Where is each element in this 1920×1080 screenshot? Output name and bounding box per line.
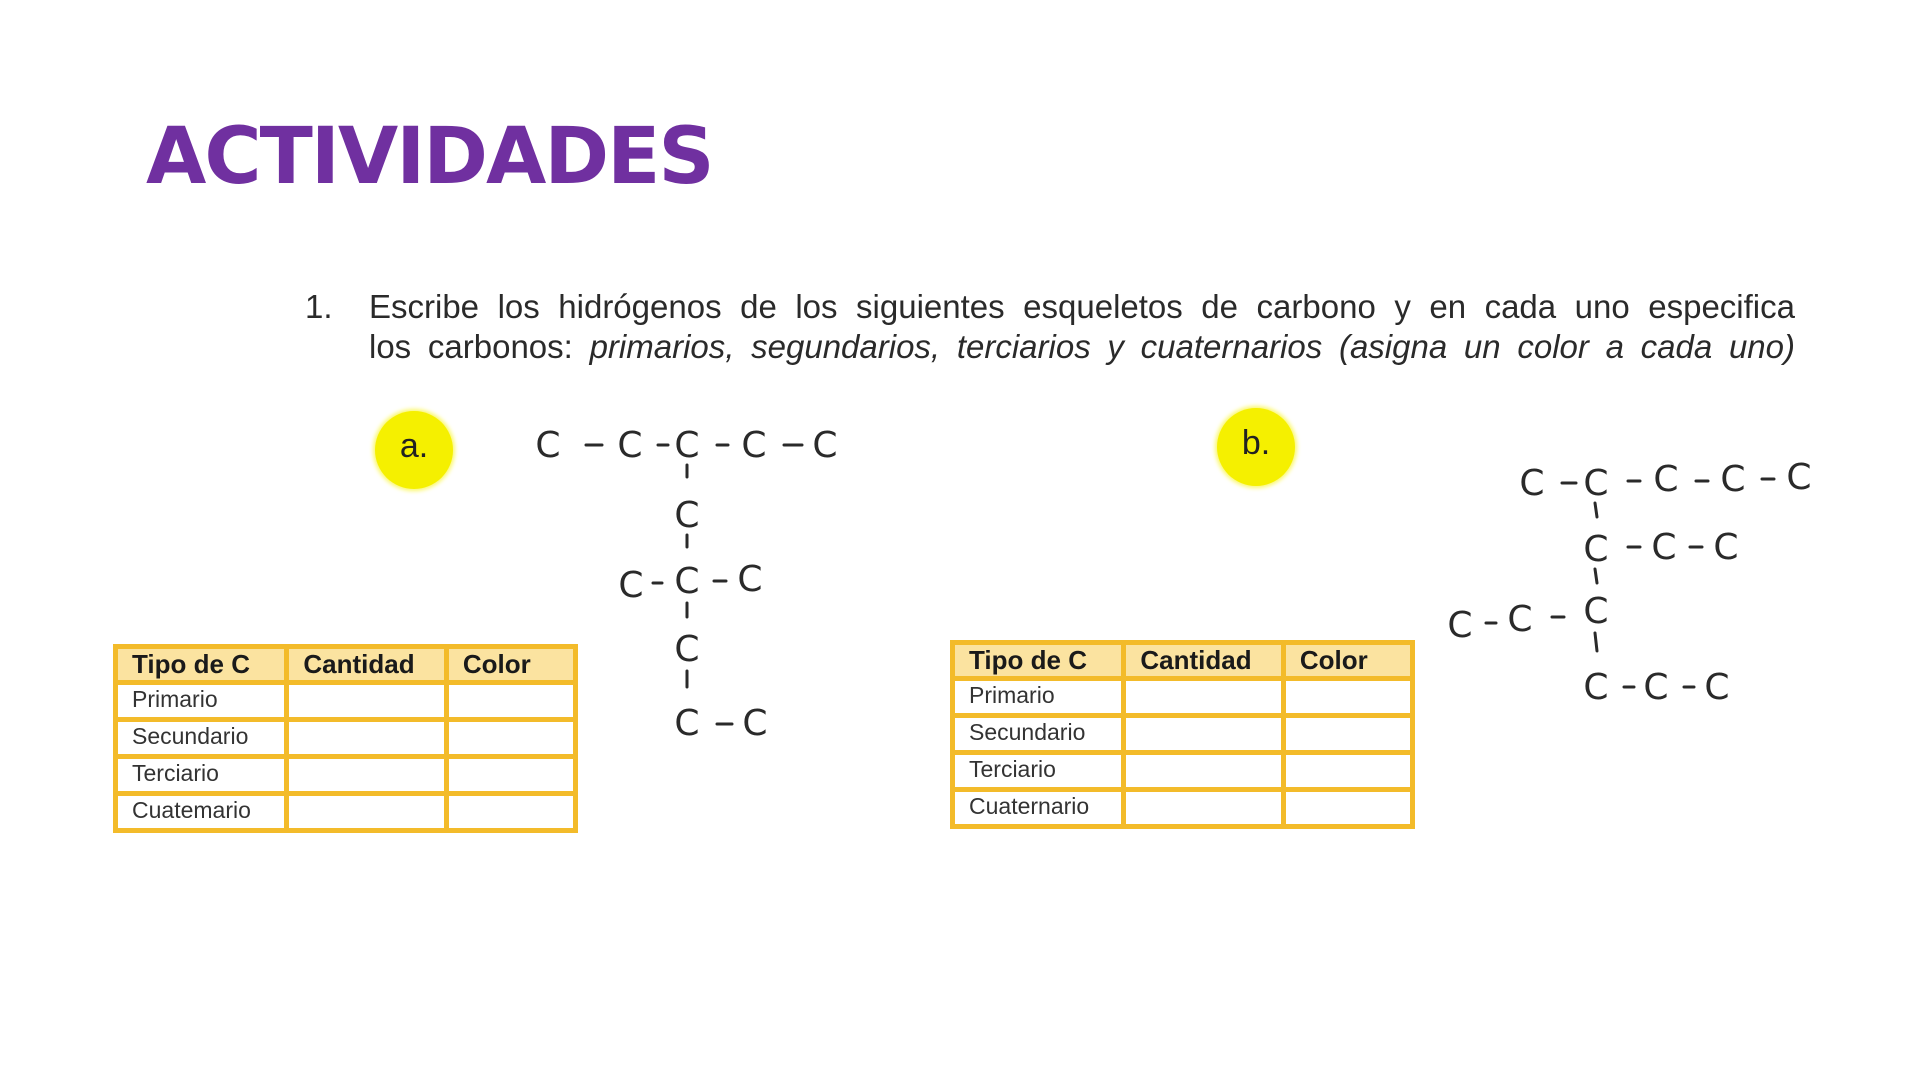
atom: C bbox=[1653, 459, 1678, 500]
tipo-cell: Cuaternario bbox=[949, 787, 1127, 829]
column-header-color: Color bbox=[443, 644, 579, 685]
atom: C bbox=[737, 559, 762, 600]
exercise-a-carbon-skeleton: C C C C C C C C C C C C bbox=[530, 425, 860, 755]
color-input-cell[interactable] bbox=[443, 680, 579, 722]
instruction-number: 1. bbox=[305, 288, 333, 325]
table-row: Terciario bbox=[949, 750, 1416, 792]
atom: C bbox=[1786, 457, 1811, 498]
atom: C bbox=[1720, 459, 1745, 500]
column-header-cantidad: Cantidad bbox=[1121, 640, 1286, 681]
atom: C bbox=[674, 561, 699, 602]
color-input-cell[interactable] bbox=[1280, 676, 1416, 718]
atom: C bbox=[1583, 667, 1608, 708]
column-header-cantidad: Cantidad bbox=[284, 644, 449, 685]
table-row: Secundario bbox=[949, 713, 1416, 755]
instruction-paragraph: 1. Escribe los hidrógenos de los siguien… bbox=[305, 287, 1795, 367]
atom: C bbox=[1519, 463, 1544, 504]
cantidad-input-cell[interactable] bbox=[284, 717, 449, 759]
atom: C bbox=[1507, 599, 1532, 640]
atom: C bbox=[1583, 591, 1608, 632]
exercise-a-label: a. bbox=[399, 426, 429, 465]
exercise-b-label: b. bbox=[1241, 423, 1271, 462]
atom: C bbox=[1583, 529, 1608, 570]
table-row: Cuaternario bbox=[949, 787, 1416, 829]
color-input-cell[interactable] bbox=[1280, 750, 1416, 792]
column-header-tipo: Tipo de C bbox=[112, 644, 290, 685]
instruction-line-2-prefix: los carbonos: bbox=[369, 328, 590, 365]
cantidad-input-cell[interactable] bbox=[1121, 676, 1286, 718]
cantidad-input-cell[interactable] bbox=[284, 680, 449, 722]
atom: C bbox=[742, 703, 767, 744]
atom: C bbox=[674, 425, 699, 466]
tipo-cell: Primario bbox=[949, 676, 1127, 718]
atom: C bbox=[1704, 667, 1729, 708]
exercise-b-carbon-skeleton: C C C C C C C C C C C C C C bbox=[1440, 455, 1820, 725]
atom: C bbox=[1713, 527, 1738, 568]
cantidad-input-cell[interactable] bbox=[1121, 713, 1286, 755]
atom: C bbox=[1447, 605, 1472, 646]
color-input-cell[interactable] bbox=[443, 754, 579, 796]
table-row: Primario bbox=[949, 676, 1416, 718]
table-row: Secundario bbox=[112, 717, 579, 759]
column-header-color: Color bbox=[1280, 640, 1416, 681]
tipo-cell: Secundario bbox=[949, 713, 1127, 755]
page-title: ACTIVIDADES bbox=[146, 112, 715, 202]
atom: C bbox=[618, 565, 643, 606]
atom: C bbox=[741, 425, 766, 466]
color-input-cell[interactable] bbox=[1280, 713, 1416, 755]
table-row: Cuatemario bbox=[112, 791, 579, 833]
skeleton-b-diagram: C C C C C C C C C C C C C C bbox=[1447, 457, 1811, 708]
instruction-line-2: los carbonos: primarios, segundarios, te… bbox=[369, 327, 1795, 367]
atom: C bbox=[1583, 463, 1608, 504]
atom: C bbox=[674, 629, 699, 670]
exercise-a-carbon-table: Tipo de C Cantidad Color Primario Secund… bbox=[112, 644, 579, 833]
exercise-b-badge: b. bbox=[1217, 408, 1295, 486]
atom: C bbox=[812, 425, 837, 466]
atom: C bbox=[674, 495, 699, 536]
table-header-row: Tipo de C Cantidad Color bbox=[112, 644, 579, 685]
instruction-text: Escribe los hidrógenos de los siguientes… bbox=[369, 287, 1795, 367]
color-input-cell[interactable] bbox=[443, 717, 579, 759]
atom: C bbox=[1651, 527, 1676, 568]
color-input-cell[interactable] bbox=[443, 791, 579, 833]
atom: C bbox=[674, 703, 699, 744]
tipo-cell: Terciario bbox=[112, 754, 290, 796]
tipo-cell: Cuatemario bbox=[112, 791, 290, 833]
cantidad-input-cell[interactable] bbox=[1121, 787, 1286, 829]
tipo-cell: Primario bbox=[112, 680, 290, 722]
exercise-b-carbon-table: Tipo de C Cantidad Color Primario Secund… bbox=[949, 640, 1416, 829]
tipo-cell: Terciario bbox=[949, 750, 1127, 792]
table-row: Primario bbox=[112, 680, 579, 722]
skeleton-a-diagram: C C C C C C C C C C C C bbox=[535, 425, 837, 744]
table-header-row: Tipo de C Cantidad Color bbox=[949, 640, 1416, 681]
exercise-a-badge: a. bbox=[375, 411, 453, 489]
table-row: Terciario bbox=[112, 754, 579, 796]
atom: C bbox=[617, 425, 642, 466]
cantidad-input-cell[interactable] bbox=[284, 791, 449, 833]
color-input-cell[interactable] bbox=[1280, 787, 1416, 829]
atom: C bbox=[1643, 667, 1668, 708]
atom: C bbox=[535, 425, 560, 466]
cantidad-input-cell[interactable] bbox=[284, 754, 449, 796]
instruction-line-1: Escribe los hidrógenos de los siguientes… bbox=[369, 288, 1795, 325]
cantidad-input-cell[interactable] bbox=[1121, 750, 1286, 792]
column-header-tipo: Tipo de C bbox=[949, 640, 1127, 681]
instruction-line-2-italic: primarios, segundarios, terciarios y cua… bbox=[589, 328, 1795, 365]
tipo-cell: Secundario bbox=[112, 717, 290, 759]
